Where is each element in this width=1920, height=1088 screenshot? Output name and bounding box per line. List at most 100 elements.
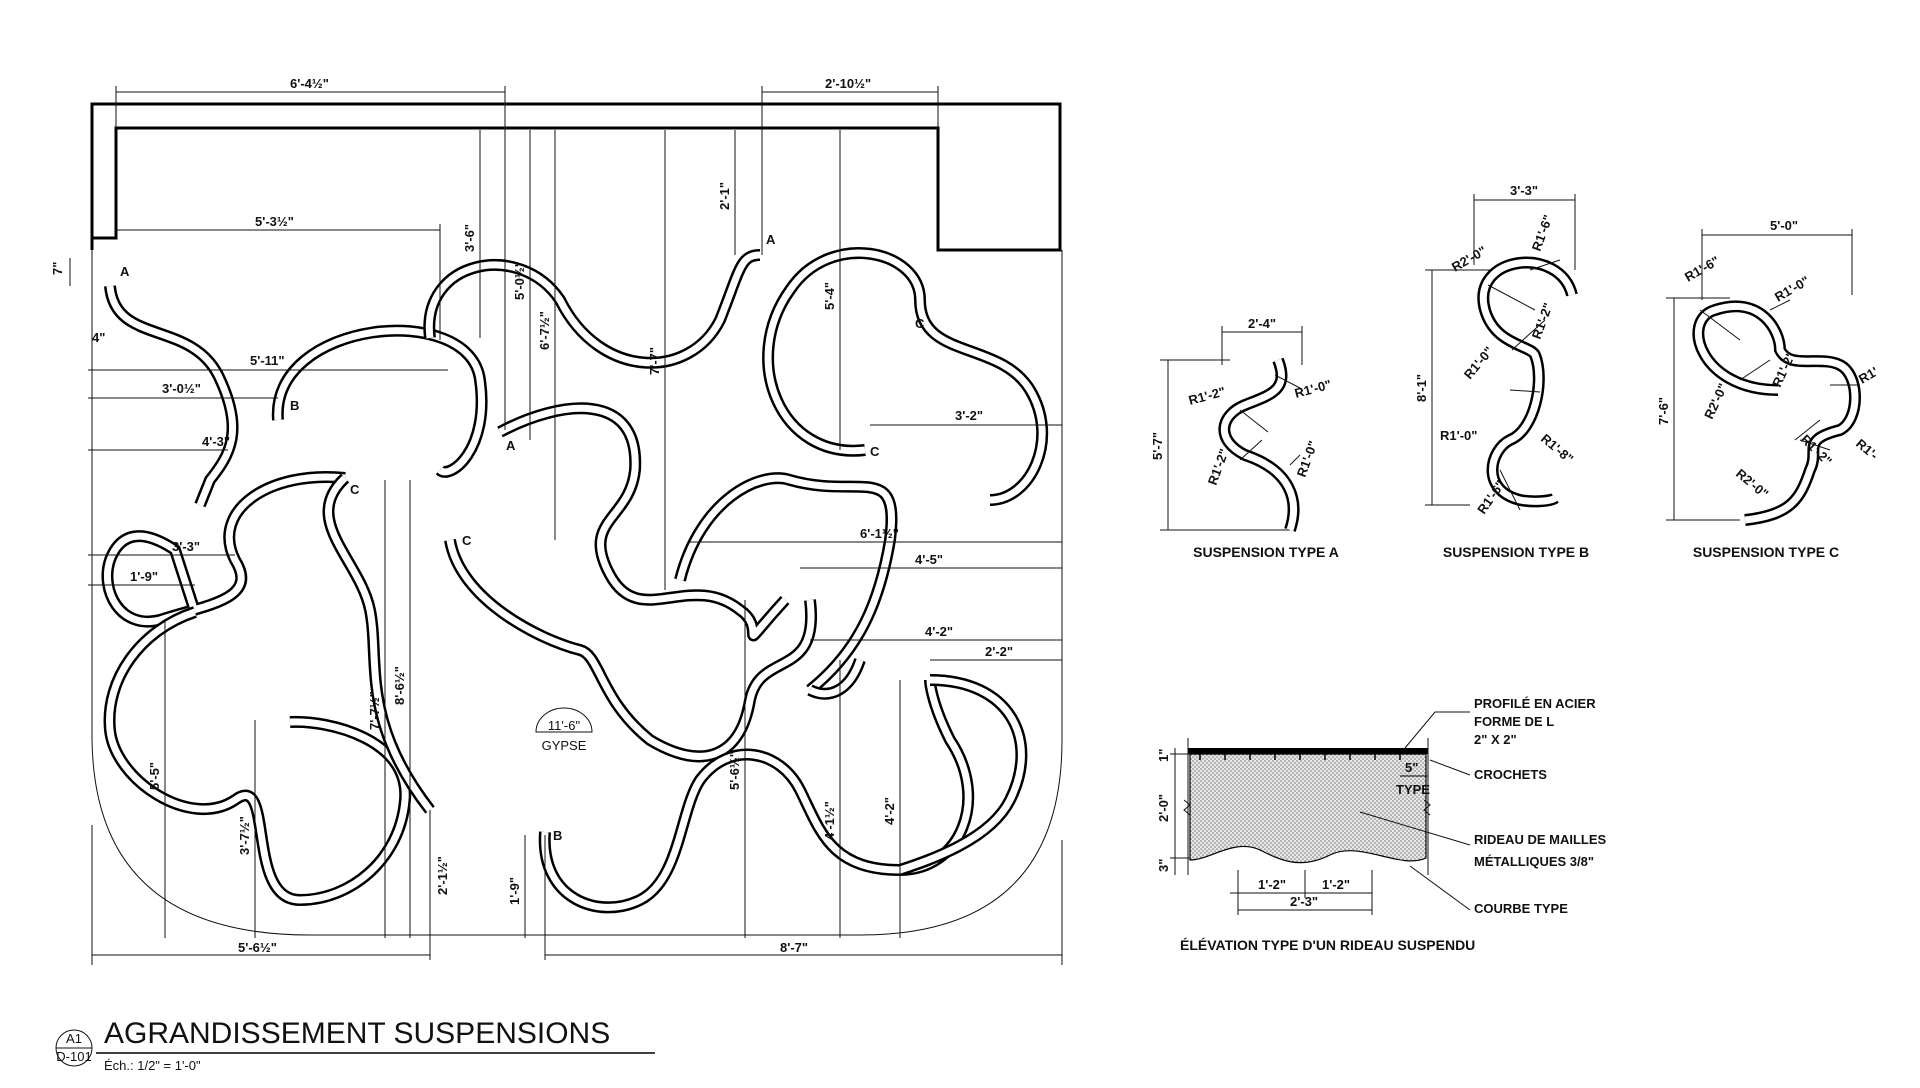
dim-2-2: 2'-2" — [985, 644, 1013, 659]
elev-dim-2-3: 2'-3" — [1290, 894, 1318, 909]
label-profile-shape: FORME DE L — [1474, 714, 1554, 729]
type-a-r3: R1'-2" — [1205, 447, 1232, 487]
sheet-ref: D-101 — [56, 1049, 91, 1064]
dim-3-2: 3'-2" — [955, 408, 983, 423]
marker-b: B — [553, 828, 562, 843]
dim-7: 7" — [50, 262, 65, 275]
type-b-r6: R1'-8" — [1538, 431, 1576, 467]
marker-a: A — [506, 438, 516, 453]
type-a-r4: R1'-0" — [1294, 439, 1321, 479]
type-c-r8: R2'-0" — [1733, 466, 1771, 502]
dim-4-2a: 4'-2" — [925, 624, 953, 639]
type-b-r5: R1'-0" — [1440, 428, 1477, 443]
dim-5-0-5: 5'-0½" — [512, 261, 527, 300]
dim-4: 4" — [92, 330, 105, 345]
title-block: A1 D-101 AGRANDISSEMENT SUSPENSIONS Éch.… — [55, 1017, 655, 1073]
suspension-type-c: 5'-0" 7'-6" R1'-6" R1'-0" R2'-0" R1'-2" … — [1656, 218, 1881, 560]
dim-4-2b: 4'-2" — [882, 797, 897, 825]
marker-a: A — [766, 232, 776, 247]
dim-top-right: 2'-10½" — [825, 76, 871, 91]
detail-ref: A1 — [66, 1031, 82, 1046]
dim-3-7-5: 3'-7½" — [237, 816, 252, 855]
curtains — [101, 247, 1049, 914]
type-c-width: 5'-0" — [1770, 218, 1798, 233]
label-curve: COURBE TYPE — [1474, 901, 1568, 916]
elev-dim-1-2a: 1'-2" — [1258, 877, 1286, 892]
dim-1-9b: 1'-9" — [507, 877, 522, 905]
dim-3-0-5: 3'-0½" — [162, 381, 201, 396]
dim-1-9: 1'-9" — [130, 569, 158, 584]
type-b-width: 3'-3" — [1510, 183, 1538, 198]
dim-7-7: 7'-7" — [647, 347, 662, 375]
curtain-elevation: 1" 2'-0" 3" 1'-2" 1'-2" 2'-3" 5" TYPE PR… — [1156, 696, 1607, 953]
label-hooks: CROCHETS — [1474, 767, 1547, 782]
dim-3-3: 3'-3" — [172, 539, 200, 554]
type-b-r3: R1'-2" — [1529, 301, 1556, 341]
elev-dim-1: 1" — [1156, 749, 1171, 762]
dim-5-4: 5'-4" — [822, 282, 837, 310]
elevation-caption: ÉLÉVATION TYPE D'UN RIDEAU SUSPENDU — [1180, 937, 1475, 953]
hook-spacing: 5" — [1405, 760, 1418, 775]
type-c-height: 7'-6" — [1656, 397, 1671, 425]
hook-spacing-label: TYPE — [1396, 782, 1430, 797]
drawing-scale: Éch.: 1/2" = 1'-0" — [104, 1058, 201, 1073]
dim-2-1: 2'-1" — [717, 182, 732, 210]
type-a-height: 5'-7" — [1150, 432, 1165, 460]
plan-view: 6'-4½" 2'-10½" 5'-3½" 7" 4" 5'-11" 3'-0½… — [50, 76, 1063, 965]
ceiling-height: 11'-6" — [548, 718, 581, 733]
type-b-height: 8'-1" — [1414, 374, 1429, 402]
dim-5-5: 5'-5" — [147, 762, 162, 790]
dim-5-6-5: 5'-6½" — [727, 751, 742, 790]
ceiling-material: GYPSE — [542, 738, 587, 753]
dim-3-6: 3'-6" — [462, 224, 477, 252]
type-a-r1: R1'-2" — [1187, 384, 1227, 408]
dim-6-1-5: 6'-1½" — [860, 526, 899, 541]
label-curtain-mesh: MÉTALLIQUES 3/8" — [1474, 854, 1594, 869]
elev-dim-3: 3" — [1156, 859, 1171, 872]
label-profile-size: 2" X 2" — [1474, 732, 1517, 747]
marker-c: C — [870, 444, 880, 459]
type-a-width: 2'-4" — [1248, 316, 1276, 331]
type-c-r6: R1'- — [1853, 436, 1881, 463]
dim-8-6-5: 8'-6½" — [392, 666, 407, 705]
suspension-type-b: 3'-3" 8'-1" R2'-0" R1'-6" R1'-2" R1'-0" … — [1414, 183, 1589, 560]
marker-c: C — [350, 482, 360, 497]
type-a-r2: R1'-0" — [1293, 377, 1333, 401]
type-c-r3: R2'-0" — [1701, 381, 1730, 421]
drawing-title: AGRANDISSEMENT SUSPENSIONS — [104, 1017, 610, 1050]
mesh-curtain — [1189, 753, 1427, 864]
plan-dimension-lines — [69, 86, 1063, 965]
elev-dim-2-0: 2'-0" — [1156, 794, 1171, 822]
type-c-r5: R1' — [1856, 364, 1881, 387]
suspension-type-a: 2'-4" 5'-7" R1'-2" R1'-0" R1'-2" R1'-0" … — [1150, 316, 1339, 560]
hooks — [1199, 754, 1401, 760]
type-b-r2: R1'-6" — [1529, 213, 1556, 253]
label-curtain: RIDEAU DE MAILLES — [1474, 832, 1607, 847]
ceiling-tag: 11'-6" GYPSE — [535, 707, 593, 753]
type-c-r4: R1'-2" — [1769, 349, 1798, 389]
dim-4-1-5: 4'-1½" — [822, 801, 837, 840]
room-boundary — [91, 250, 1063, 936]
marker-c: C — [915, 316, 925, 331]
room-wall — [90, 102, 1062, 252]
curtain-markers: A A A B B C C C C — [120, 232, 925, 843]
plan-dimension-labels: 6'-4½" 2'-10½" 5'-3½" 7" 4" 5'-11" 3'-0½… — [50, 76, 1013, 955]
steel-angle-profile — [1188, 748, 1428, 754]
dim-5-11: 5'-11" — [250, 353, 285, 368]
type-b-r4: R1'-0" — [1461, 344, 1497, 382]
label-profile: PROFILÉ EN ACIER — [1474, 696, 1596, 711]
marker-a: A — [120, 264, 130, 279]
elev-dim-1-2b: 1'-2" — [1322, 877, 1350, 892]
dim-top-width: 6'-4½" — [290, 76, 329, 91]
type-c-caption: SUSPENSION TYPE C — [1693, 544, 1839, 560]
dim-bottom-right: 8'-7" — [780, 940, 808, 955]
dim-4-5: 4'-5" — [915, 552, 943, 567]
dim-bottom-left: 5'-6½" — [238, 940, 277, 955]
dim-6-7-5: 6'-7½" — [537, 311, 552, 350]
dim-inner-width: 5'-3½" — [255, 214, 294, 229]
dim-4-3: 4'-3" — [202, 434, 230, 449]
dim-2-1-5: 2'-1½" — [435, 856, 450, 895]
type-a-caption: SUSPENSION TYPE A — [1193, 544, 1339, 560]
marker-b: B — [290, 398, 299, 413]
